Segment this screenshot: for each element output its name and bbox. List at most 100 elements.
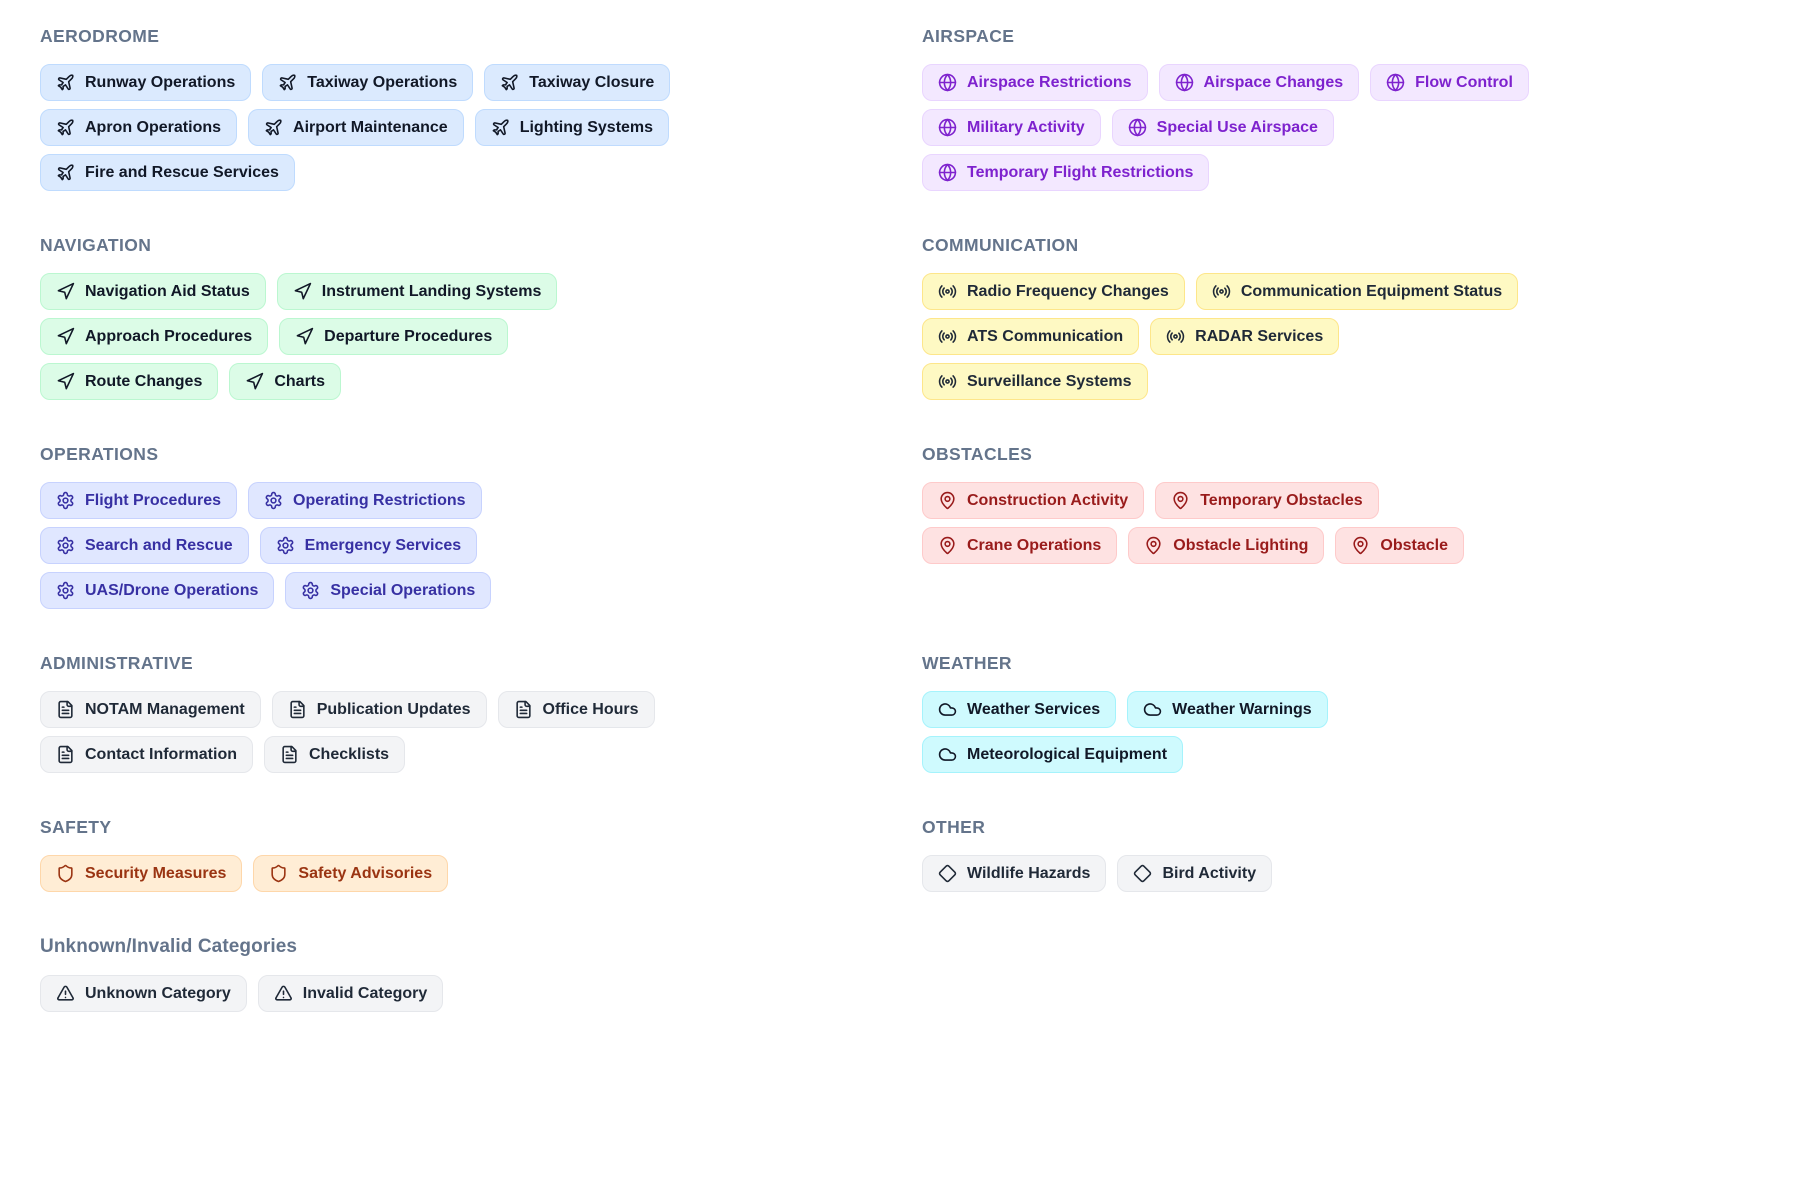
shield-icon [56, 864, 75, 883]
chip-label: Instrument Landing Systems [321, 282, 542, 300]
chip-weather-warnings[interactable]: Weather Warnings [1127, 691, 1328, 728]
chip-search-and-rescue[interactable]: Search and Rescue [40, 527, 249, 564]
alert-triangle-icon [56, 984, 75, 1003]
chip-flight-procedures[interactable]: Flight Procedures [40, 482, 238, 519]
chip-bird-activity[interactable]: Bird Activity [1117, 855, 1273, 892]
chip-departure-procedures[interactable]: Departure Procedures [279, 318, 509, 355]
globe-icon [1175, 73, 1194, 92]
chip-apron-operations[interactable]: Apron Operations [40, 109, 238, 146]
chip-ats-communication[interactable]: ATS Communication [922, 318, 1140, 355]
chip-rows: Airspace Restrictions Airspace Changes Flo… [922, 64, 1758, 191]
plane-icon [278, 73, 297, 92]
chip-flow-control[interactable]: Flow Control [1370, 64, 1529, 101]
chip-instrument-landing-systems[interactable]: Instrument Landing Systems [276, 273, 558, 310]
chip-military-activity[interactable]: Military Activity [922, 109, 1101, 146]
chip-taxiway-closure[interactable]: Taxiway Closure [484, 64, 671, 101]
chip-label: Airspace Restrictions [967, 73, 1132, 91]
chip-row: NOTAM Management Publication Updates Offic… [40, 691, 655, 728]
navigation-arrow-icon [295, 327, 314, 346]
chip-temporary-obstacles[interactable]: Temporary Obstacles [1155, 482, 1379, 519]
chip-invalid-category[interactable]: Invalid Category [257, 975, 444, 1012]
chip-label: Charts [274, 372, 326, 390]
section-title-communication: COMMUNICATION [922, 235, 1079, 255]
chip-construction-activity[interactable]: Construction Activity [922, 482, 1145, 519]
chip-label: Apron Operations [85, 118, 222, 136]
chip-label: Weather Services [967, 700, 1101, 718]
chip-label: Military Activity [967, 118, 1085, 136]
section-title-aerodrome: AERODROME [40, 26, 160, 46]
chip-fire-and-rescue-services[interactable]: Fire and Rescue Services [40, 154, 295, 191]
map-pin-icon [1351, 536, 1370, 555]
chip-rows: Wildlife Hazards Bird Activity [922, 855, 1758, 892]
chip-operating-restrictions[interactable]: Operating Restrictions [248, 482, 482, 519]
chip-label: Taxiway Operations [307, 73, 458, 91]
chip-label: Airspace Changes [1203, 73, 1344, 91]
chip-approach-procedures[interactable]: Approach Procedures [40, 318, 269, 355]
navigation-arrow-icon [56, 372, 75, 391]
chip-airspace-restrictions[interactable]: Airspace Restrictions [922, 64, 1148, 101]
cloud-icon [1143, 700, 1162, 719]
chip-communication-equipment-status[interactable]: Communication Equipment Status [1195, 273, 1519, 310]
chip-weather-services[interactable]: Weather Services [922, 691, 1117, 728]
chip-row: Radio Frequency Changes Communication Equ… [922, 273, 1519, 310]
chip-checklists[interactable]: Checklists [264, 736, 406, 773]
chip-rows: Runway Operations Taxiway Operations Taxiw… [40, 64, 876, 191]
chip-crane-operations[interactable]: Crane Operations [922, 527, 1118, 564]
chip-security-measures[interactable]: Security Measures [40, 855, 243, 892]
section-title-navigation: NAVIGATION [40, 235, 152, 255]
chip-runway-operations[interactable]: Runway Operations [40, 64, 252, 101]
chip-temporary-flight-restrictions[interactable]: Temporary Flight Restrictions [922, 154, 1210, 191]
chip-publication-updates[interactable]: Publication Updates [271, 691, 487, 728]
chip-rows: Radio Frequency Changes Communication Equ… [922, 273, 1758, 400]
chip-route-changes[interactable]: Route Changes [40, 363, 219, 400]
chip-rows: Unknown Category Invalid Category [40, 975, 876, 1012]
chip-label: Construction Activity [967, 491, 1129, 509]
chip-label: Route Changes [85, 372, 203, 390]
chip-airport-maintenance[interactable]: Airport Maintenance [248, 109, 464, 146]
chip-wildlife-hazards[interactable]: Wildlife Hazards [922, 855, 1107, 892]
chip-uas-drone-operations[interactable]: UAS/Drone Operations [40, 572, 275, 609]
chip-unknown-category[interactable]: Unknown Category [40, 975, 247, 1012]
chip-row: Military Activity Special Use Airspace [922, 109, 1334, 146]
chip-label: Invalid Category [302, 984, 428, 1002]
chip-surveillance-systems[interactable]: Surveillance Systems [922, 363, 1148, 400]
diamond-icon [938, 864, 957, 883]
chip-label: Crane Operations [967, 536, 1102, 554]
chip-row: Surveillance Systems [922, 363, 1148, 400]
chip-obstacle-lighting[interactable]: Obstacle Lighting [1128, 527, 1325, 564]
chip-special-operations[interactable]: Special Operations [285, 572, 492, 609]
chip-obstacle[interactable]: Obstacle [1335, 527, 1464, 564]
chip-notam-management[interactable]: NOTAM Management [40, 691, 261, 728]
chip-charts[interactable]: Charts [229, 363, 342, 400]
chip-navigation-aid-status[interactable]: Navigation Aid Status [40, 273, 266, 310]
chip-radio-frequency-changes[interactable]: Radio Frequency Changes [922, 273, 1185, 310]
chip-label: Surveillance Systems [967, 372, 1132, 390]
chip-label: Unknown Category [85, 984, 231, 1002]
chip-office-hours[interactable]: Office Hours [497, 691, 655, 728]
chip-label: RADAR Services [1195, 327, 1324, 345]
chip-emergency-services[interactable]: Emergency Services [259, 527, 478, 564]
chip-safety-advisories[interactable]: Safety Advisories [253, 855, 449, 892]
chip-label: Runway Operations [85, 73, 236, 91]
chip-label: Publication Updates [316, 700, 471, 718]
chip-radar-services[interactable]: RADAR Services [1150, 318, 1340, 355]
gear-icon [56, 581, 75, 600]
section-title-airspace: AIRSPACE [922, 26, 1015, 46]
chip-label: Temporary Flight Restrictions [967, 163, 1194, 181]
chip-taxiway-operations[interactable]: Taxiway Operations [262, 64, 474, 101]
section-title-weather: WEATHER [922, 653, 1012, 673]
chip-meteorological-equipment[interactable]: Meteorological Equipment [922, 736, 1184, 773]
chip-special-use-airspace[interactable]: Special Use Airspace [1111, 109, 1334, 146]
radio-icon [1212, 282, 1231, 301]
chip-lighting-systems[interactable]: Lighting Systems [474, 109, 670, 146]
shield-icon [269, 864, 288, 883]
chip-row: Apron Operations Airport Maintenance Light… [40, 109, 670, 146]
chip-airspace-changes[interactable]: Airspace Changes [1158, 64, 1360, 101]
gear-icon [276, 536, 295, 555]
chip-contact-information[interactable]: Contact Information [40, 736, 253, 773]
chip-label: Checklists [309, 745, 390, 763]
chip-row: Meteorological Equipment [922, 736, 1184, 773]
